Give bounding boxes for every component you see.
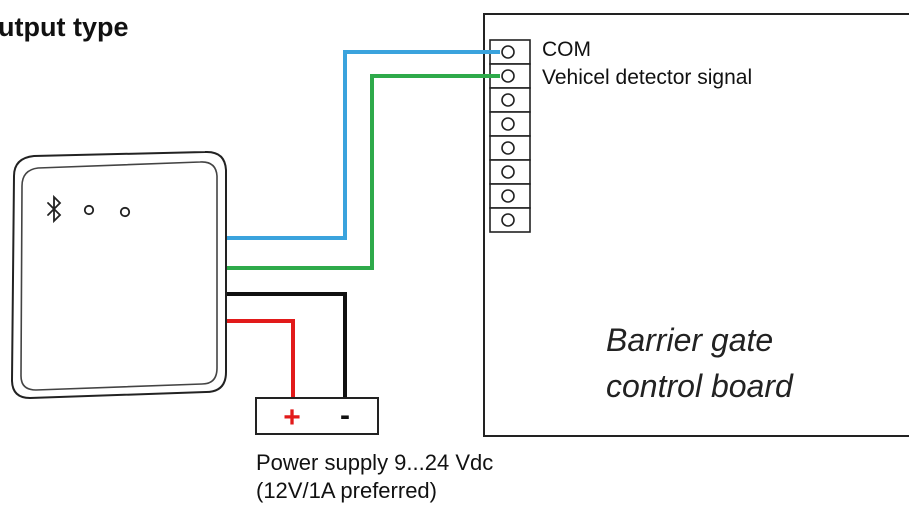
terminal-screw-icon: [501, 189, 515, 203]
terminal-screw-icon: [501, 213, 515, 227]
terminal-screw-icon: [501, 69, 515, 83]
positive-terminal-label: +: [283, 401, 301, 434]
led-icon: [119, 206, 131, 218]
signal-wire: [222, 74, 500, 270]
terminal-screw-icon: [501, 93, 515, 107]
power-supply-box: [255, 397, 379, 435]
power-supply-label-line1: Power supply 9...24 Vdc: [256, 450, 494, 475]
terminal-screw-icon: [501, 141, 515, 155]
com-wire: [222, 50, 500, 240]
signal-terminal-label: Vehicel detector signal: [542, 66, 753, 89]
bluetooth-icon: [47, 194, 62, 224]
terminal-slot: [489, 87, 531, 113]
terminal-screw-icon: [501, 117, 515, 131]
board-title-line1: Barrier gate: [606, 322, 774, 358]
power-supply-label-line2: (12V/1A preferred): [256, 478, 437, 503]
terminal-screw-icon: [501, 165, 515, 179]
heading-title: utput type: [0, 12, 129, 42]
control-board: [483, 13, 909, 437]
negative-terminal-label: -: [340, 399, 350, 432]
positive-wire: [222, 319, 295, 398]
terminal-block: [489, 39, 531, 233]
led-icon: [83, 204, 95, 216]
terminal-screw-icon: [501, 45, 515, 59]
vehicle-detector-device: [10, 150, 227, 400]
com-terminal-label: COM: [542, 38, 591, 61]
negative-wire: [222, 292, 347, 398]
board-title-line2: control board: [606, 368, 793, 404]
